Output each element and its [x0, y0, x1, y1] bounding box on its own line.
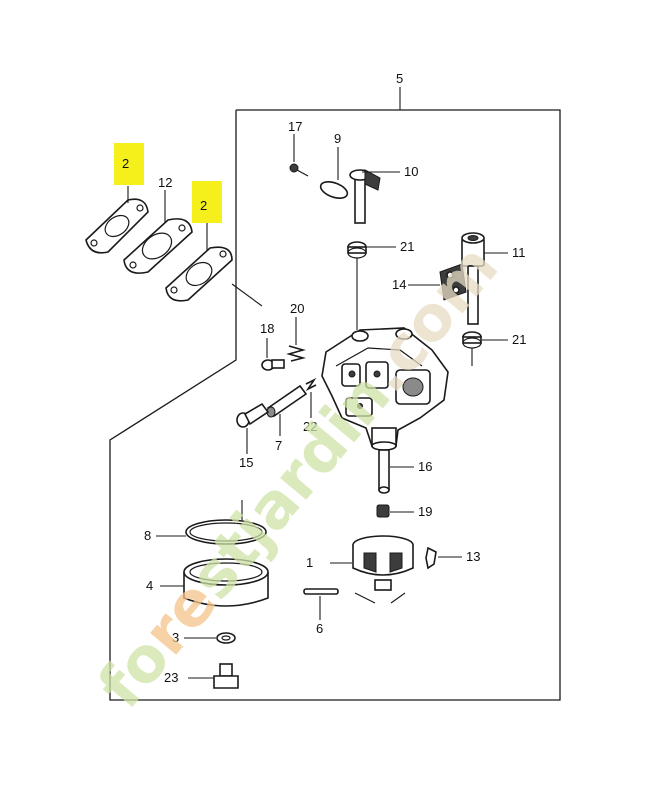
part-label-13: 1: [306, 555, 313, 570]
float-pin-part-4: [303, 588, 339, 620]
part-label-12: 12: [158, 175, 172, 190]
part-label-15: 15: [239, 455, 253, 470]
choke-shaft-part-10: [349, 169, 400, 224]
screw-part-17: [289, 134, 309, 177]
washer-part-3: [184, 632, 236, 644]
seal-part-21b: [462, 331, 508, 366]
spring-part-20: [286, 317, 307, 362]
gasket-part-2a: [85, 198, 149, 254]
part-label-2b: 2: [200, 198, 207, 213]
gasket-part-2b: [165, 246, 233, 302]
needle-valve-part-6: [425, 546, 462, 570]
part-label-8: 4: [146, 578, 153, 593]
float-part-13: [330, 535, 414, 604]
part-label-10: 10: [404, 164, 418, 179]
part-label-9: 9: [334, 131, 341, 146]
part-label-22: 22: [303, 419, 317, 434]
highlight-part-2b: [192, 181, 222, 223]
pilot-jet-part-7: [266, 384, 308, 436]
o-ring-part-1: [156, 500, 267, 545]
part-label-21a: 21: [400, 239, 414, 254]
part-label-1: 8: [144, 528, 151, 543]
spring-part-22: [305, 377, 317, 418]
float-bowl-part-8: [160, 558, 269, 607]
part-label-11: 11: [512, 245, 526, 260]
highlight-part-2a: [114, 143, 144, 185]
part-label-18: 18: [260, 321, 274, 336]
part-label-23: 23: [164, 670, 178, 685]
main-jet-part-19: [376, 504, 414, 518]
emulsion-tube-part-16: [378, 449, 414, 494]
part-label-2a: 2: [122, 156, 129, 171]
part-label-20: 20: [290, 301, 304, 316]
choke-plate-part-9: [319, 147, 349, 199]
assembly-frame: [109, 87, 561, 701]
part-label-17: 17: [288, 119, 302, 134]
seal-part-21a: [347, 241, 396, 330]
part-label-4: 6: [316, 621, 323, 636]
throttle-plate-part-14: [408, 263, 467, 301]
idle-screw-part-15: [236, 402, 270, 454]
part-label-3: 3: [172, 630, 179, 645]
part-label-14: 14: [392, 277, 406, 292]
part-label-16: 16: [418, 459, 432, 474]
part-label-7: 7: [275, 438, 282, 453]
part-label-6: 13: [466, 549, 480, 564]
throttle-shaft-part-11: [461, 232, 508, 325]
carburetor-body: [321, 327, 449, 451]
part-label-19: 19: [418, 504, 432, 519]
part-label-5: 5: [396, 71, 403, 86]
bolt-part-23: [188, 663, 239, 689]
screw-part-18: [261, 338, 285, 371]
part-label-21b: 21: [512, 332, 526, 347]
insulator-part-12: [123, 218, 193, 274]
